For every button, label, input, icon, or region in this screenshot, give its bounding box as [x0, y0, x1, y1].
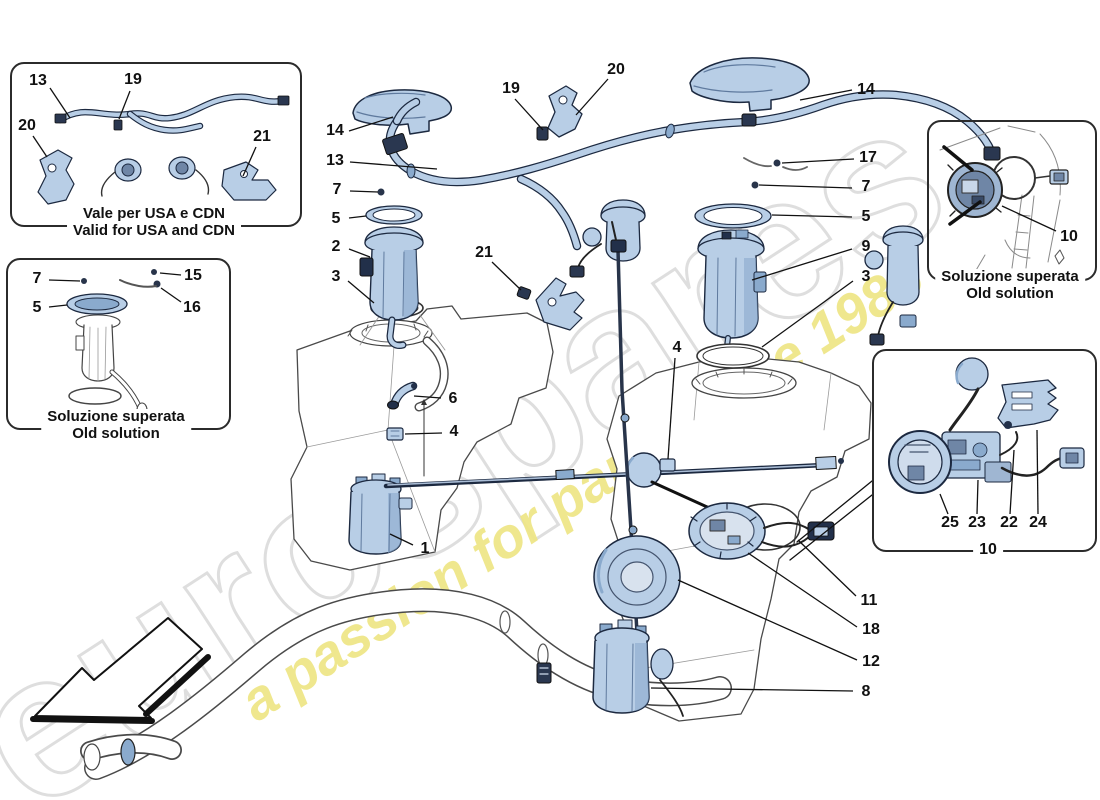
- leader-line-22: [1009, 449, 1015, 515]
- caption-old-right-line1: Soluzione superata: [941, 268, 1079, 285]
- leader-line-11: [797, 539, 857, 597]
- right-valve-cluster: [864, 225, 924, 346]
- fuel-pipes: [382, 90, 1001, 251]
- leader-line-13: [49, 87, 71, 119]
- caption-usa-cdn-line2: Valid for USA and CDN: [73, 221, 235, 239]
- leader-line-21: [242, 146, 257, 177]
- leader-line-6: [413, 395, 442, 399]
- pump-cover-right: [689, 57, 810, 112]
- inset-art: [37, 93, 1085, 561]
- caption-old-right-line2: Old solution: [966, 284, 1054, 302]
- leader-line-18: [747, 552, 858, 628]
- leader-line-8: [650, 687, 854, 692]
- leader-line-15: [159, 272, 182, 276]
- filler-detail-bottom-label: 10: [979, 541, 997, 558]
- inset-old-right-art: [939, 125, 1069, 273]
- leader-line-4: [667, 357, 676, 460]
- leader-line-5: [48, 304, 68, 308]
- leader-line-24: [1036, 429, 1039, 515]
- bracket-part: [547, 85, 583, 138]
- leader-line-19: [514, 98, 544, 131]
- caption-usa-cdn-line1: Vale per USA e CDN: [83, 205, 225, 222]
- caption-old-solution-right: Soluzione superata Old solution: [935, 268, 1085, 302]
- caption-old-left-line1: Soluzione superata: [47, 408, 185, 425]
- inset-old-left-art: [66, 269, 161, 418]
- leader-line-4: [404, 432, 443, 435]
- clip-part: [536, 126, 549, 141]
- caption-old-left-line2: Old solution: [72, 424, 160, 442]
- leader-line-9: [751, 248, 853, 281]
- leader-line-16: [160, 287, 182, 303]
- leader-line-3: [761, 280, 854, 348]
- right-pump-module: [694, 157, 808, 369]
- leader-line-17: [781, 158, 855, 164]
- inset-filler-detail-art: [888, 357, 1085, 494]
- leader-line-20: [575, 78, 609, 116]
- leader-line-12: [677, 579, 858, 661]
- leader-line-21: [491, 261, 522, 291]
- caption-usa-cdn: Vale per USA e CDN Valid for USA and CDN: [67, 205, 241, 239]
- leader-line-13: [349, 161, 438, 170]
- inset-usa-cdn-art: [37, 93, 290, 205]
- blue-parts: [348, 57, 1001, 717]
- leader-lines: [32, 78, 1057, 692]
- actuation-rod: [383, 455, 844, 489]
- leader-line-14: [799, 89, 853, 101]
- leader-line-3: [347, 280, 375, 304]
- sender-disc: [593, 535, 681, 619]
- leader-line-5: [771, 214, 853, 218]
- elbow-and-clip: [386, 381, 427, 477]
- leader-line-7: [758, 184, 853, 189]
- sender-flange: [688, 502, 835, 560]
- leader-line-1: [389, 533, 414, 546]
- leader-line-7: [349, 190, 379, 193]
- leader-line-23: [976, 479, 979, 515]
- caption-old-solution-left: Soluzione superata Old solution: [41, 408, 191, 442]
- leader-line-5: [348, 215, 367, 219]
- leader-line-19: [118, 90, 131, 120]
- detail-box-link-lines: [789, 480, 873, 561]
- leader-line-14: [348, 116, 394, 132]
- leader-line-2: [348, 248, 371, 258]
- leader-line-10: [1001, 205, 1057, 232]
- direction-arrow: [30, 617, 211, 724]
- leader-line-20: [32, 135, 48, 158]
- left-pump-module: [359, 188, 446, 351]
- leader-line-25: [939, 493, 949, 515]
- leader-line-7: [48, 279, 81, 282]
- caption-filler-detail-number: 10: [973, 541, 1003, 559]
- fuel-pump-8: [592, 619, 684, 717]
